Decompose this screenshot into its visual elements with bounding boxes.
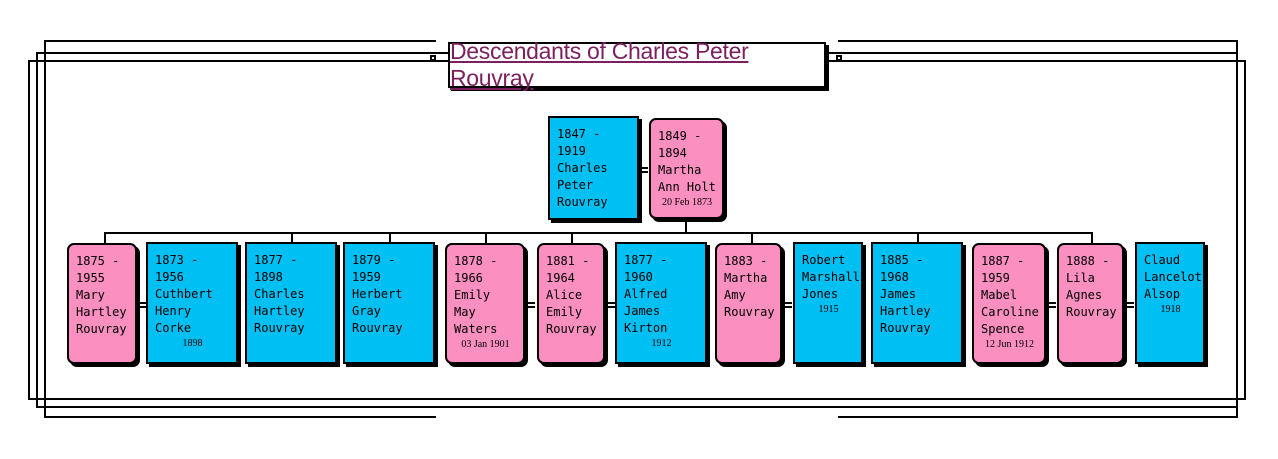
person-box-alice-emily-rouvray[interactable]: 1881 - 1964 Alice Emily Rouvray xyxy=(537,243,605,364)
child-drop-line xyxy=(751,232,753,243)
couple-connector xyxy=(527,302,535,308)
frame-corner-marker xyxy=(836,55,842,61)
child-drop-line xyxy=(917,232,919,243)
child-drop-line xyxy=(571,232,573,243)
marriage-date: 03 Jan 1901 xyxy=(461,339,510,350)
person-info: 1881 - 1964 Alice Emily Rouvray xyxy=(546,254,597,336)
couple-connector xyxy=(1048,302,1056,308)
person-info: Robert Marshall Jones xyxy=(802,253,860,301)
couple-connector xyxy=(607,302,615,308)
child-drop-line xyxy=(104,232,106,243)
person-info: 1849 - 1894 Martha Ann Holt xyxy=(658,129,716,194)
marriage-date: 1912 xyxy=(651,338,672,349)
marriage-date: 1915 xyxy=(818,304,839,315)
person-info: 1879 - 1959 Herbert Gray Rouvray xyxy=(352,253,403,335)
person-box-martha-amy-rouvray[interactable]: 1883 - Martha Amy Rouvray xyxy=(715,243,782,364)
child-drop-line xyxy=(389,232,391,243)
person-box-martha-ann-holt[interactable]: 1849 - 1894 Martha Ann Holt 20 Feb 1873 xyxy=(649,118,724,219)
child-drop-line xyxy=(291,232,293,243)
person-box-alfred-james-kirton[interactable]: 1877 - 1960 Alfred James Kirton 1912 xyxy=(615,242,707,364)
person-info: 1877 - 1960 Alfred James Kirton xyxy=(624,253,668,335)
person-info: 1887 - 1959 Mabel Caroline Spence xyxy=(981,254,1039,336)
person-info: 1847 - 1919 Charles Peter Rouvray xyxy=(557,127,608,209)
person-box-mary-hartley-rouvray[interactable]: 1875 - 1955 Mary Hartley Rouvray xyxy=(67,243,137,364)
marriage-date: 1898 xyxy=(182,338,203,349)
person-info: 1883 - Martha Amy Rouvray xyxy=(724,254,775,319)
person-box-robert-marshall-jones[interactable]: Robert Marshall Jones 1915 xyxy=(793,242,863,364)
chart-title-box: Descendants of Charles Peter Rouvray xyxy=(448,38,826,91)
marriage-date: 1918 xyxy=(1160,304,1181,315)
sibling-bar xyxy=(104,232,1093,234)
couple-connector xyxy=(640,167,648,173)
parent-drop-line xyxy=(685,219,687,233)
person-box-charles-peter-rouvray[interactable]: 1847 - 1919 Charles Peter Rouvray xyxy=(548,116,639,220)
chart-title[interactable]: Descendants of Charles Peter Rouvray xyxy=(450,38,749,91)
person-info: Claud Lancelot Alsop xyxy=(1144,253,1202,301)
person-box-emily-may-waters[interactable]: 1878 - 1966 Emily May Waters 03 Jan 1901 xyxy=(445,243,525,364)
frame-top-right xyxy=(838,40,1238,418)
person-info: 1888 - Lila Agnes Rouvray xyxy=(1066,254,1117,319)
person-box-mabel-caroline-spence[interactable]: 1887 - 1959 Mabel Caroline Spence 12 Jun… xyxy=(972,243,1046,364)
frame-top-left xyxy=(44,40,436,418)
person-info: 1885 - 1968 James Hartley Rouvray xyxy=(880,253,931,335)
person-info: 1877 - 1898 Charles Hartley Rouvray xyxy=(254,253,305,335)
couple-connector xyxy=(1126,302,1134,308)
person-box-james-hartley-rouvray[interactable]: 1885 - 1968 James Hartley Rouvray xyxy=(871,242,963,364)
person-box-cuthbert-henry-corke[interactable]: 1873 - 1956 Cuthbert Henry Corke 1898 xyxy=(146,242,238,364)
person-box-claud-lancelot-alsop[interactable]: Claud Lancelot Alsop 1918 xyxy=(1135,242,1205,364)
person-info: 1875 - 1955 Mary Hartley Rouvray xyxy=(76,254,127,336)
frame-corner-marker xyxy=(430,55,436,61)
child-drop-line xyxy=(485,232,487,243)
marriage-date: 20 Feb 1873 xyxy=(662,197,712,208)
person-info: 1873 - 1956 Cuthbert Henry Corke xyxy=(155,253,213,335)
marriage-date: 12 Jun 1912 xyxy=(985,339,1034,350)
person-box-charles-hartley-rouvray[interactable]: 1877 - 1898 Charles Hartley Rouvray xyxy=(245,242,337,364)
person-box-herbert-gray-rouvray[interactable]: 1879 - 1959 Herbert Gray Rouvray xyxy=(343,242,435,364)
couple-connector xyxy=(139,302,147,308)
couple-connector xyxy=(784,302,792,308)
person-box-lila-agnes-rouvray[interactable]: 1888 - Lila Agnes Rouvray xyxy=(1057,243,1124,364)
child-drop-line xyxy=(1091,232,1093,243)
person-info: 1878 - 1966 Emily May Waters xyxy=(454,254,498,336)
